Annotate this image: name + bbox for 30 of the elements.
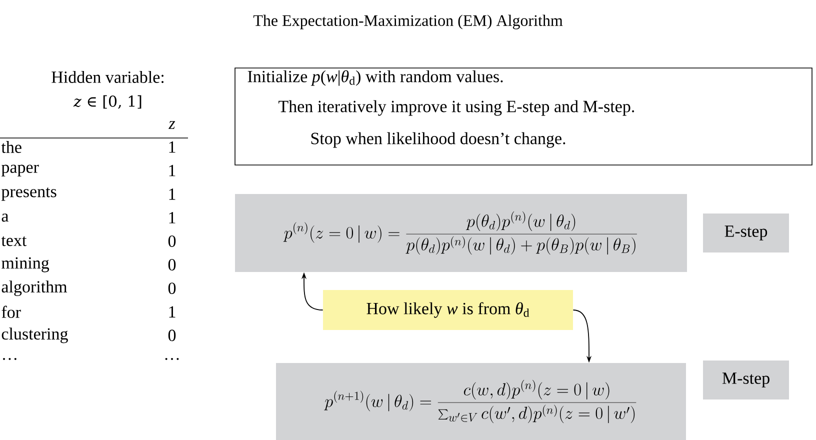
table-cell: 1 (169, 188, 176, 200)
table-cell: … (165, 358, 179, 360)
table-cell: 1 (169, 306, 176, 318)
step-label: E-step (703, 214, 789, 252)
table-cell: paper (1, 164, 39, 176)
table-cell: 1 (169, 212, 176, 224)
instruction-box: Initialize p(w|θ$_{d}$) with random values. Then iteratively improve it using E-step and M-step. Stop when likelihood doesn’t change. (234, 68, 812, 166)
formula-box: $p^{(n+1)}(w\,|\,\theta_d)=\frac{c(w,d)p^{(n)}(z=0\,|\,w)}{\sum\nolimits_{w'\in V}c(w',d)p^{(n)}(z=0\,|\,w')}$ (276, 363, 686, 440)
step-label: M-step (703, 360, 789, 400)
table-cell: clustering (2, 328, 68, 344)
table-cell: 0 (168, 330, 176, 342)
title: The Expectation-Maximization (EM) Algorithm (253, 14, 563, 30)
table-cell: text (1, 236, 27, 246)
callout-note: How likely w is from θ$_{d}$ (323, 290, 573, 330)
table-cell: 1 (169, 141, 176, 153)
table-cell: 1 (169, 164, 176, 176)
table-cell: 0 (168, 259, 176, 270)
table-cell: the (1, 141, 22, 153)
heading-text: z ∈ [0, 1] (73, 95, 142, 109)
table-cell: mining (2, 257, 50, 272)
table-cell: … (3, 358, 16, 360)
table-cell: 0 (168, 282, 176, 294)
table-cell: for (2, 306, 21, 318)
column-header: z (168, 121, 176, 129)
heading-text: Hidden variable: (52, 71, 164, 84)
table-cell: presents (1, 188, 56, 201)
table-cell: 0 (168, 235, 176, 247)
formula-box: $p^{(n)}(z=0\,|\,w)=\frac{p(\theta_d)p^{(n)}(w\,|\,\theta_d)}{p(\theta_d)p^{(n)}(w\,|\,\theta_d)+p(\theta_B)p(w\,|\,\theta_B)}$ (235, 194, 687, 272)
table-cell: algorithm (2, 280, 68, 296)
table-cell: a (2, 214, 9, 222)
